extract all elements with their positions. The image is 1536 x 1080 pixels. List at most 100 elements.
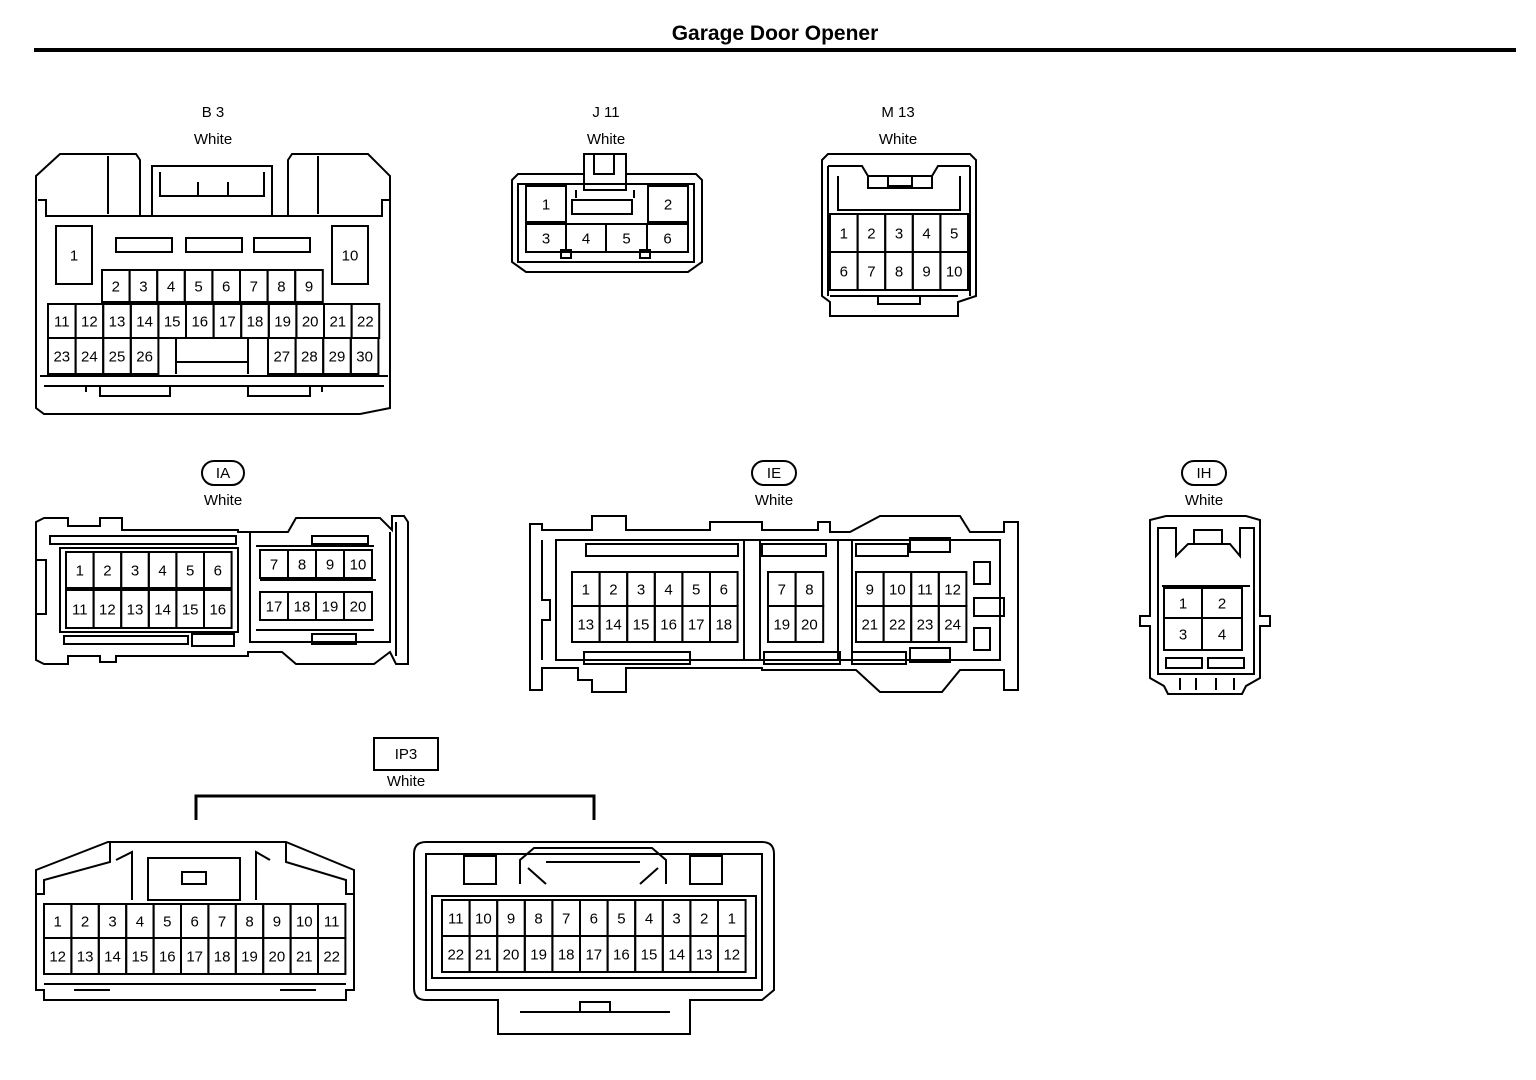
ie-pin-label: 4 [664, 582, 672, 599]
ip3-label-box [373, 737, 439, 771]
m13-pin-label: 7 [867, 264, 875, 281]
ip3m-pin-label: 14 [104, 949, 121, 966]
ie-pin-label: 19 [773, 617, 790, 634]
ip3m-pin-label: 13 [77, 949, 94, 966]
b3-pin-label: 14 [136, 314, 153, 331]
m13-pin-label: 9 [922, 264, 930, 281]
ih-code: IH [1197, 465, 1212, 482]
ip3m-pin-label: 1 [54, 914, 62, 931]
ip3m-pin-label: 7 [218, 914, 226, 931]
ip3-color: White [387, 773, 425, 790]
ie-pin-label: 5 [692, 582, 700, 599]
ie-pin-label: 18 [715, 617, 732, 634]
ip3f-pin-label: 13 [696, 947, 713, 964]
b3-pin-label: 17 [219, 314, 236, 331]
ip3m-pin-label: 2 [81, 914, 89, 931]
ia-pin-label: 14 [154, 602, 171, 619]
connector-j11-housing [511, 153, 703, 273]
b3-code: B 3 [202, 104, 225, 121]
ie-pin-label: 1 [582, 582, 590, 599]
ie-code: IE [767, 465, 781, 482]
ip3f-pin-label: 6 [590, 911, 598, 928]
j11-pin-label: 3 [542, 231, 550, 248]
connector-m13-housing [821, 153, 977, 317]
j11-pin-label: 4 [582, 231, 590, 248]
ie-pin-label: 24 [944, 617, 961, 634]
ie-pin-cell [794, 605, 825, 643]
j11-color: White [587, 131, 625, 148]
ia-pin-label: 8 [298, 557, 306, 574]
ie-pin-label: 14 [605, 617, 622, 634]
j11-pin-cell [647, 185, 689, 223]
ie-color: White [755, 492, 793, 509]
b3-pin-label: 22 [357, 314, 374, 331]
ip3f-pin-label: 14 [668, 947, 685, 964]
ia-pin-label: 11 [72, 602, 88, 619]
ia-pin-label: 20 [350, 599, 367, 616]
b3-pin-label: 25 [109, 349, 126, 366]
b3-pin-label: 6 [222, 279, 230, 296]
ip3f-pin-label: 15 [641, 947, 658, 964]
m13-pin-label: 8 [895, 264, 903, 281]
ip3m-pin-label: 17 [186, 949, 203, 966]
b3-pin-label: 1 [70, 248, 78, 265]
ip3m-pin-label: 4 [136, 914, 144, 931]
ia-pin-label: 18 [294, 599, 311, 616]
b3-pin-cell [294, 269, 324, 303]
ip3m-pin-cell [317, 937, 347, 975]
b3-pin-label: 20 [302, 314, 319, 331]
ip3m-pin-label: 10 [296, 914, 313, 931]
j11-pin-label: 5 [622, 231, 630, 248]
ip3f-pin-label: 9 [507, 911, 515, 928]
ia-pin-label: 10 [350, 557, 367, 574]
ih-label-oval [1181, 460, 1227, 486]
ie-pin-label: 6 [720, 582, 728, 599]
ip3m-pin-label: 18 [214, 949, 231, 966]
ih-pin-label: 3 [1179, 627, 1187, 644]
ia-pin-label: 4 [158, 563, 166, 580]
ip3m-pin-label: 22 [323, 949, 340, 966]
ie-pin-label: 3 [637, 582, 645, 599]
ip3m-pin-label: 19 [241, 949, 258, 966]
ih-color: White [1185, 492, 1223, 509]
ip3f-pin-label: 21 [475, 947, 492, 964]
ip3m-pin-label: 20 [269, 949, 286, 966]
ip3m-pin-label: 6 [191, 914, 199, 931]
title-rule [34, 48, 1516, 52]
b3-pin-label: 3 [139, 279, 147, 296]
ie-pin-label: 8 [805, 582, 813, 599]
ia-pin-label: 3 [131, 563, 139, 580]
ip3m-pin-label: 11 [324, 914, 340, 931]
j11-pin-cell [525, 185, 567, 223]
b3-pin-label: 30 [356, 349, 373, 366]
ip3m-pin-label: 8 [245, 914, 253, 931]
b3-pin-label: 11 [54, 314, 70, 331]
b3-pin-label: 13 [109, 314, 126, 331]
ip3-code: IP3 [395, 746, 418, 763]
connector-ip3-female-housing [413, 841, 775, 1035]
ip3m-pin-label: 12 [49, 949, 66, 966]
ip3f-pin-label: 17 [585, 947, 602, 964]
j11-pin-label: 1 [542, 197, 550, 214]
connector-ie-housing [529, 515, 1019, 693]
m13-code: M 13 [881, 104, 914, 121]
j11-pin-cell [646, 223, 689, 253]
connector-ip3-male-housing [35, 841, 355, 1001]
m13-pin-label: 2 [867, 226, 875, 243]
ia-pin-label: 6 [214, 563, 222, 580]
b3-pin-label: 19 [274, 314, 291, 331]
b3-pin-cell [349, 337, 380, 375]
ie-pin-label: 23 [917, 617, 934, 634]
m13-pin-label: 3 [895, 226, 903, 243]
ie-pin-cell [937, 605, 968, 643]
page-title: Garage Door Opener [671, 22, 879, 45]
ie-pin-label: 20 [801, 617, 818, 634]
ip3m-pin-label: 15 [132, 949, 149, 966]
m13-pin-label: 5 [950, 226, 958, 243]
ia-pin-label: 17 [266, 599, 283, 616]
ip3f-pin-label: 20 [503, 947, 520, 964]
ia-pin-label: 1 [76, 563, 84, 580]
ia-pin-label: 9 [326, 557, 334, 574]
ih-pin-cell [1201, 617, 1243, 651]
